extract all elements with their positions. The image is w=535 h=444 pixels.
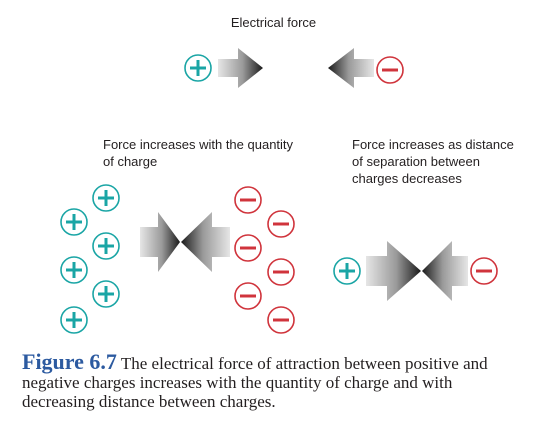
left-group-right-arrow xyxy=(140,212,180,272)
diagram-title: Electrical force xyxy=(230,15,317,30)
negative-charge xyxy=(234,234,262,262)
negative-charge xyxy=(267,306,295,334)
negative-charge xyxy=(267,258,295,286)
distance-label: Force increases as distance of separatio… xyxy=(352,137,514,186)
top-left-arrow xyxy=(328,48,374,88)
quantity-label: Force increases with the quantity of cha… xyxy=(103,137,294,169)
top-positive-charge xyxy=(184,54,212,82)
top-right-arrow xyxy=(218,48,263,88)
positive-charge xyxy=(92,280,120,308)
left-group-left-arrow xyxy=(181,212,230,272)
positive-charge xyxy=(60,256,88,284)
negative-charge xyxy=(234,186,262,214)
close-negative-charge xyxy=(470,257,498,285)
positive-charge xyxy=(92,232,120,260)
positive-charge xyxy=(92,184,120,212)
negative-charge xyxy=(267,210,295,238)
figure-number: Figure 6.7 xyxy=(22,349,117,374)
top-negative-charge xyxy=(376,56,404,84)
right-group-left-arrow xyxy=(422,241,468,301)
right-group-right-arrow xyxy=(366,241,421,301)
positive-charge-cluster xyxy=(60,184,120,334)
figure-caption: Figure 6.7 The electrical force of attra… xyxy=(22,349,527,412)
close-positive-charge xyxy=(333,257,361,285)
positive-charge xyxy=(60,208,88,236)
caption-text: The electrical force of attraction betwe… xyxy=(22,354,488,411)
negative-charge-cluster xyxy=(234,186,295,334)
negative-charge xyxy=(234,282,262,310)
positive-charge xyxy=(60,306,88,334)
force-diagram xyxy=(60,48,498,334)
